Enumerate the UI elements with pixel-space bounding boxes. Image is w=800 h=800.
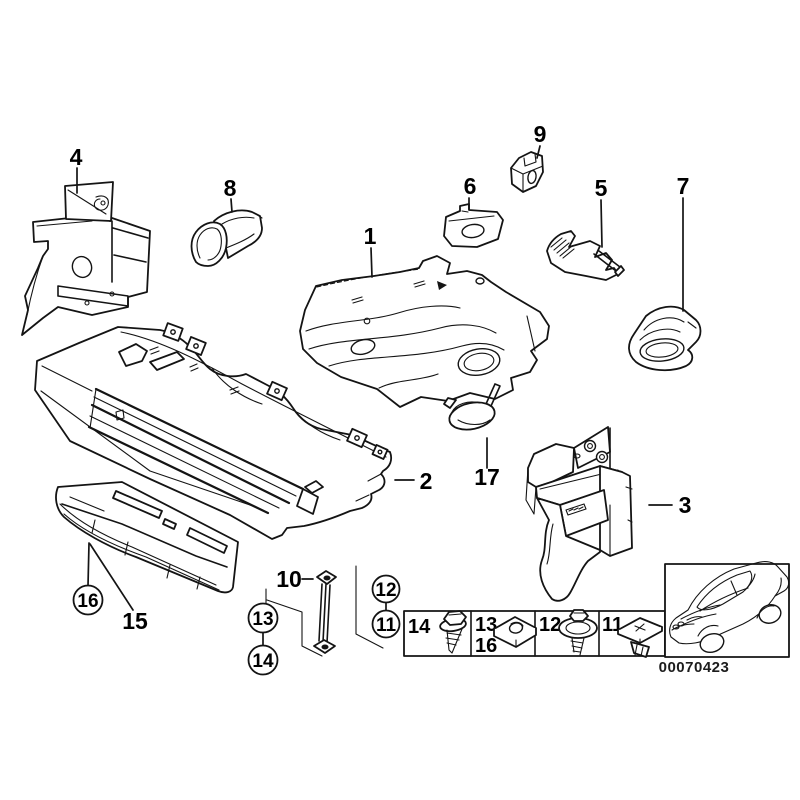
callout-5: 5 — [595, 175, 608, 201]
car-outline-sketch — [669, 561, 790, 654]
callout-10: 10 — [276, 566, 302, 592]
panel-clip-tab — [266, 380, 288, 402]
circled-14: 14 — [247, 644, 279, 676]
part-9-clip — [510, 151, 544, 193]
panel-clip-tab — [371, 444, 389, 460]
circled-13: 13 — [247, 602, 279, 634]
circled-12-label: 12 — [375, 580, 396, 601]
part-8-air-duct — [190, 209, 263, 267]
expansion-rivet-icon — [617, 617, 663, 658]
fastener-legend: 14 13 16 12 — [403, 609, 666, 658]
hex-flange-screw-icon — [439, 610, 467, 654]
circled-16-label: 16 — [77, 591, 98, 612]
circled-11-label: 11 — [376, 615, 397, 636]
legend-label-14: 14 — [408, 616, 431, 638]
circled-12: 12 — [371, 574, 401, 604]
circled-14-label: 14 — [252, 651, 274, 672]
callout-labels: 4 8 1 6 9 5 7 2 17 3 10 15 — [70, 121, 692, 634]
circled-callouts: 16 13 14 12 11 — [72, 574, 401, 676]
callout-9: 9 — [534, 121, 547, 147]
callout-6: 6 — [464, 173, 477, 199]
circled-11: 11 — [371, 609, 401, 639]
part-2-underfloor-panel — [34, 322, 393, 540]
part-15-front-apron-panel — [55, 481, 239, 594]
circled-16: 16 — [72, 584, 104, 616]
legend-label-13: 13 — [475, 614, 497, 636]
callout-7: 7 — [677, 173, 690, 199]
clip-nut-icon — [493, 616, 537, 648]
panel-clip-tab — [346, 427, 368, 449]
car-thumbnail: 00070423 — [659, 561, 790, 676]
circled-13-label: 13 — [252, 609, 273, 630]
part-10-strap-bracket — [313, 570, 337, 654]
part-7-air-duct-right — [628, 305, 702, 372]
legend-cell-13-16: 13 16 — [475, 614, 537, 657]
legend-cell-11: 11 — [602, 614, 663, 658]
callout-1: 1 — [364, 223, 377, 249]
part-3-side-trim-right — [525, 426, 633, 602]
diagram-code: 00070423 — [659, 659, 730, 676]
callout-4: 4 — [70, 144, 83, 170]
part-1-floor-panel — [299, 255, 550, 408]
panel-clip-tab — [185, 336, 207, 356]
legend-cell-14: 14 — [408, 610, 467, 654]
callout-8: 8 — [224, 175, 237, 201]
washer-screw-icon — [558, 609, 598, 656]
legend-cell-12: 12 — [539, 609, 598, 656]
legend-label-12: 12 — [539, 614, 561, 636]
part-17-cap — [443, 383, 501, 431]
part-5-bracket — [546, 230, 625, 281]
callout-17: 17 — [474, 464, 500, 490]
part-6-bracket — [443, 203, 504, 248]
callout-15: 15 — [122, 608, 148, 634]
leader-lines — [76, 145, 684, 657]
callout-3: 3 — [679, 492, 692, 518]
legend-label-16: 16 — [475, 635, 497, 657]
panel-clip-tab — [162, 322, 184, 342]
callout-2: 2 — [420, 468, 433, 494]
